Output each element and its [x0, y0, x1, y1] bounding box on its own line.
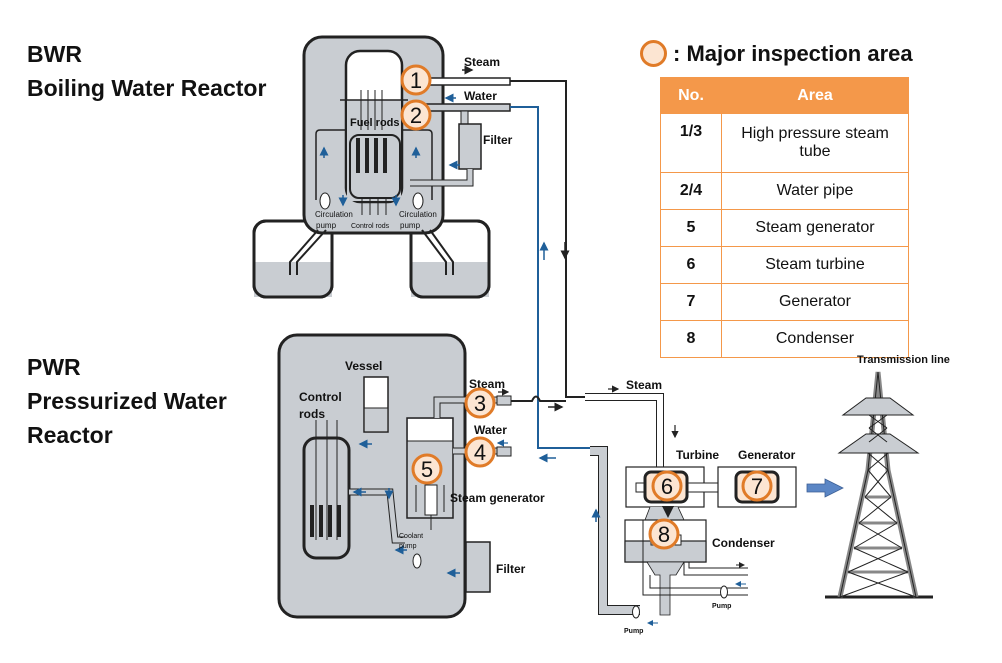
- row-area: Steam generator: [721, 209, 909, 247]
- bwr-circ-pump-right: [412, 192, 424, 210]
- marker-circle: [411, 453, 443, 485]
- inspection-marker-icon: [640, 40, 667, 67]
- legend: : Major inspection area: [640, 40, 913, 67]
- row-no: 8: [660, 320, 722, 358]
- marker-number: 7: [751, 474, 763, 499]
- bwr-reactor: [252, 35, 511, 299]
- row-no: 2/4: [660, 172, 722, 210]
- bwr-control-rods: [356, 90, 387, 215]
- label-pwr-water: Water: [474, 423, 507, 437]
- label-generator: Generator: [738, 448, 796, 462]
- bwr-abbr: BWR: [27, 41, 82, 67]
- bwr-pool-right-water: [411, 262, 489, 297]
- label-pwr-steam: Steam: [469, 377, 505, 391]
- marker-number: 8: [658, 522, 670, 547]
- bwr-title: BWR Boiling Water Reactor: [27, 37, 266, 105]
- label-pwr-filter: Filter: [496, 562, 526, 576]
- bwr-circ-pump-left: [319, 192, 331, 210]
- marker-circle: [741, 470, 773, 502]
- marker-circle: [400, 64, 432, 96]
- pwr-title: PWR Pressurized Water Reactor: [27, 350, 227, 452]
- label-pwr-control-rods-2: rods: [299, 407, 325, 421]
- label-steam-generator: Steam generator: [450, 491, 545, 505]
- label-circ-pump-left-2: pump: [316, 221, 337, 230]
- pwr-filter: [465, 541, 491, 593]
- steam-line: [510, 80, 590, 398]
- pwr-full-name-line2: Reactor: [27, 422, 113, 448]
- marker-number: 6: [661, 474, 673, 499]
- bwr-filter: [458, 123, 482, 170]
- label-bwr-water: Water: [464, 89, 497, 103]
- marker-circle: [464, 387, 496, 419]
- row-area: Steam turbine: [721, 246, 909, 284]
- power-arrow-icon: [806, 478, 844, 498]
- label-coolant-pump-1: Coolant: [399, 533, 423, 540]
- main-piping: [510, 80, 679, 615]
- bwr-full-name: Boiling Water Reactor: [27, 75, 267, 101]
- transmission-tower-icon: [825, 371, 933, 599]
- row-area: Generator: [721, 283, 909, 321]
- label-pump-right: Pump: [712, 603, 731, 610]
- label-transmission-line: Transmission line: [857, 354, 950, 366]
- label-circ-pump-right-2: pump: [400, 221, 421, 230]
- row-area: High pressure steam tube: [721, 113, 909, 173]
- pwr-reactor: [277, 333, 512, 619]
- label-fuel-rods: Fuel rods: [350, 117, 400, 129]
- label-circ-pump-right-1: Circulation: [399, 210, 437, 219]
- row-no: 6: [660, 246, 722, 284]
- labels: Steam Water Fuel rods Filter Circulation…: [299, 55, 950, 635]
- inspection-marker-8: 8: [648, 518, 680, 550]
- header-area: Area: [721, 77, 909, 114]
- inspection-marker-5: 5: [411, 453, 443, 485]
- marker-circle: [400, 99, 432, 131]
- inspection-marker-2: 2: [400, 99, 432, 131]
- marker-number: 4: [474, 440, 486, 465]
- label-condenser: Condenser: [712, 536, 775, 550]
- table-header-row: No. Area: [660, 77, 909, 114]
- label-steam-main: Steam: [626, 378, 662, 392]
- inspection-marker-3: 3: [464, 387, 496, 419]
- inspection-marker-6: 6: [651, 470, 683, 502]
- label-pwr-control-rods-1: Control: [299, 390, 342, 404]
- legend-text: : Major inspection area: [673, 40, 913, 66]
- label-bwr-filter: Filter: [483, 133, 513, 147]
- label-coolant-pump-2: pump: [399, 543, 417, 550]
- inspection-marker-7: 7: [741, 470, 773, 502]
- marker-circle: [464, 436, 496, 468]
- pump-left: [632, 605, 640, 619]
- header-no: No.: [660, 77, 722, 114]
- inspection-marker-4: 4: [464, 436, 496, 468]
- bwr-pool-left-water: [254, 262, 332, 297]
- label-pump-left: Pump: [624, 628, 643, 635]
- pwr-full-name-line1: Pressurized Water: [27, 388, 227, 414]
- row-area: Condenser: [721, 320, 909, 358]
- marker-number: 2: [410, 103, 422, 128]
- marker-number: 5: [421, 457, 433, 482]
- pwr-coolant-pump: [412, 553, 422, 569]
- pwr-abbr: PWR: [27, 354, 81, 380]
- label-vessel: Vessel: [345, 359, 382, 373]
- row-no: 5: [660, 209, 722, 247]
- row-area: Water pipe: [721, 172, 909, 210]
- pump-right: [720, 585, 728, 599]
- water-line: [510, 106, 598, 449]
- inspection-marker-1: 1: [400, 64, 432, 96]
- label-circ-pump-left-1: Circulation: [315, 210, 353, 219]
- label-turbine: Turbine: [676, 448, 719, 462]
- row-no: 7: [660, 283, 722, 321]
- marker-circle: [648, 518, 680, 550]
- marker-circle: [651, 470, 683, 502]
- marker-number: 1: [410, 68, 422, 93]
- label-bwr-steam: Steam: [464, 55, 500, 69]
- marker-number: 3: [474, 391, 486, 416]
- label-bwr-control-rods: Control rods: [351, 223, 390, 230]
